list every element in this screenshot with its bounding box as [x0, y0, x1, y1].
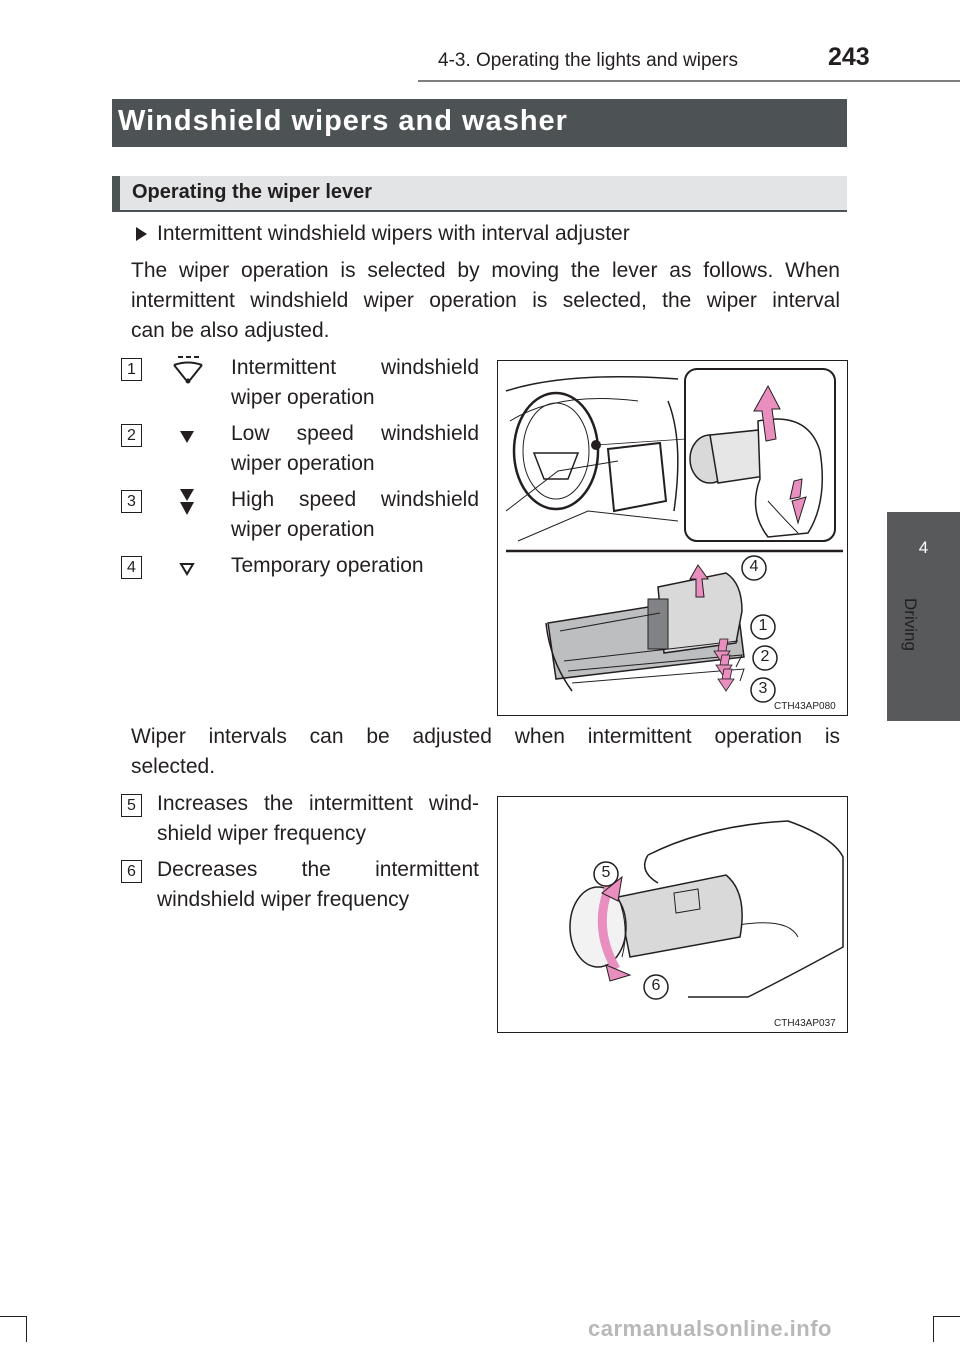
- lever-figure-code: CTH43AP080: [774, 701, 836, 712]
- item-5-line-2: shield wiper frequency: [157, 822, 366, 845]
- interval-dial-figure: 5 6 CTH43AP037: [497, 796, 848, 1033]
- chapter-label-text: Driving: [901, 598, 920, 651]
- intro-line-3: can be also adjusted.: [131, 319, 330, 342]
- dial-callout-5: 5: [601, 864, 611, 881]
- subsection-title-bar: Operating the wiper lever: [112, 176, 847, 212]
- crop-mark: [0, 1316, 26, 1317]
- triangle-bullet-icon: [136, 227, 147, 241]
- intro-line-1: The wiper operation is selected by movin…: [131, 259, 840, 282]
- subsection-title: Operating the wiper lever: [132, 181, 373, 203]
- interval-line-2: selected.: [131, 755, 216, 778]
- lever-callout-2: 2: [760, 648, 770, 665]
- low-speed-triangle-icon: [180, 431, 194, 443]
- position-4-line-1: Temporary operation: [231, 554, 424, 577]
- interval-dial-illustration: [569, 820, 844, 1000]
- chapter-label: Driving: [901, 598, 924, 678]
- header-rule: [418, 80, 960, 82]
- watermark: carmanualsonline.info: [588, 1316, 832, 1341]
- crop-mark: [933, 1316, 934, 1342]
- section-title: Windshield wipers and washer: [118, 105, 568, 137]
- item-6-line-2: windshield wiper frequency: [157, 888, 410, 911]
- intro-line-2: intermittent windshield wiper operation …: [131, 289, 840, 312]
- position-1-line-1: Intermittent windshield: [231, 356, 479, 379]
- lever-callout-1: 1: [758, 617, 768, 634]
- position-3-line-1: High speed windshield: [231, 488, 479, 511]
- number-badge-1: 1: [121, 358, 142, 381]
- wiper-lever-figure: 4 1 2 3 CTH43AP080: [497, 360, 848, 716]
- intermittent-wiper-icon: [173, 356, 203, 384]
- position-2-line-2: wiper operation: [231, 452, 375, 475]
- high-speed-double-triangle-icon: [180, 489, 194, 515]
- running-header-section: 4-3. Operating the lights and wipers: [438, 50, 738, 71]
- subsection-marker: [112, 176, 120, 210]
- dial-callout-6: 6: [651, 977, 661, 994]
- number-badge-5: 5: [121, 794, 142, 817]
- wiper-lever-illustration: [505, 368, 843, 703]
- position-1-line-2: wiper operation: [231, 386, 375, 409]
- crop-mark: [934, 1316, 960, 1317]
- lever-callout-3: 3: [758, 680, 768, 697]
- interval-line-1: Wiper intervals can be adjusted when int…: [131, 725, 840, 748]
- chapter-number: 4: [918, 538, 929, 557]
- position-2-line-1: Low speed windshield: [231, 422, 479, 445]
- page-number: 243: [828, 43, 870, 71]
- crop-mark: [26, 1316, 27, 1342]
- item-5-line-1: Increases the intermittent wind-: [157, 792, 479, 815]
- dial-figure-code: CTH43AP037: [774, 1018, 836, 1029]
- lever-callout-4: 4: [749, 558, 759, 575]
- position-3-line-2: wiper operation: [231, 518, 375, 541]
- number-badge-6: 6: [121, 860, 142, 883]
- number-badge-4: 4: [121, 556, 142, 579]
- temporary-operation-icon: [179, 563, 195, 576]
- bullet-text: Intermittent windshield wipers with inte…: [157, 222, 630, 245]
- number-badge-2: 2: [121, 424, 142, 447]
- number-badge-3: 3: [121, 490, 142, 513]
- chapter-tab: [887, 512, 960, 721]
- item-6-line-1: Decreases the intermittent: [157, 858, 479, 881]
- section-title-bar: Windshield wipers and washer: [112, 99, 847, 147]
